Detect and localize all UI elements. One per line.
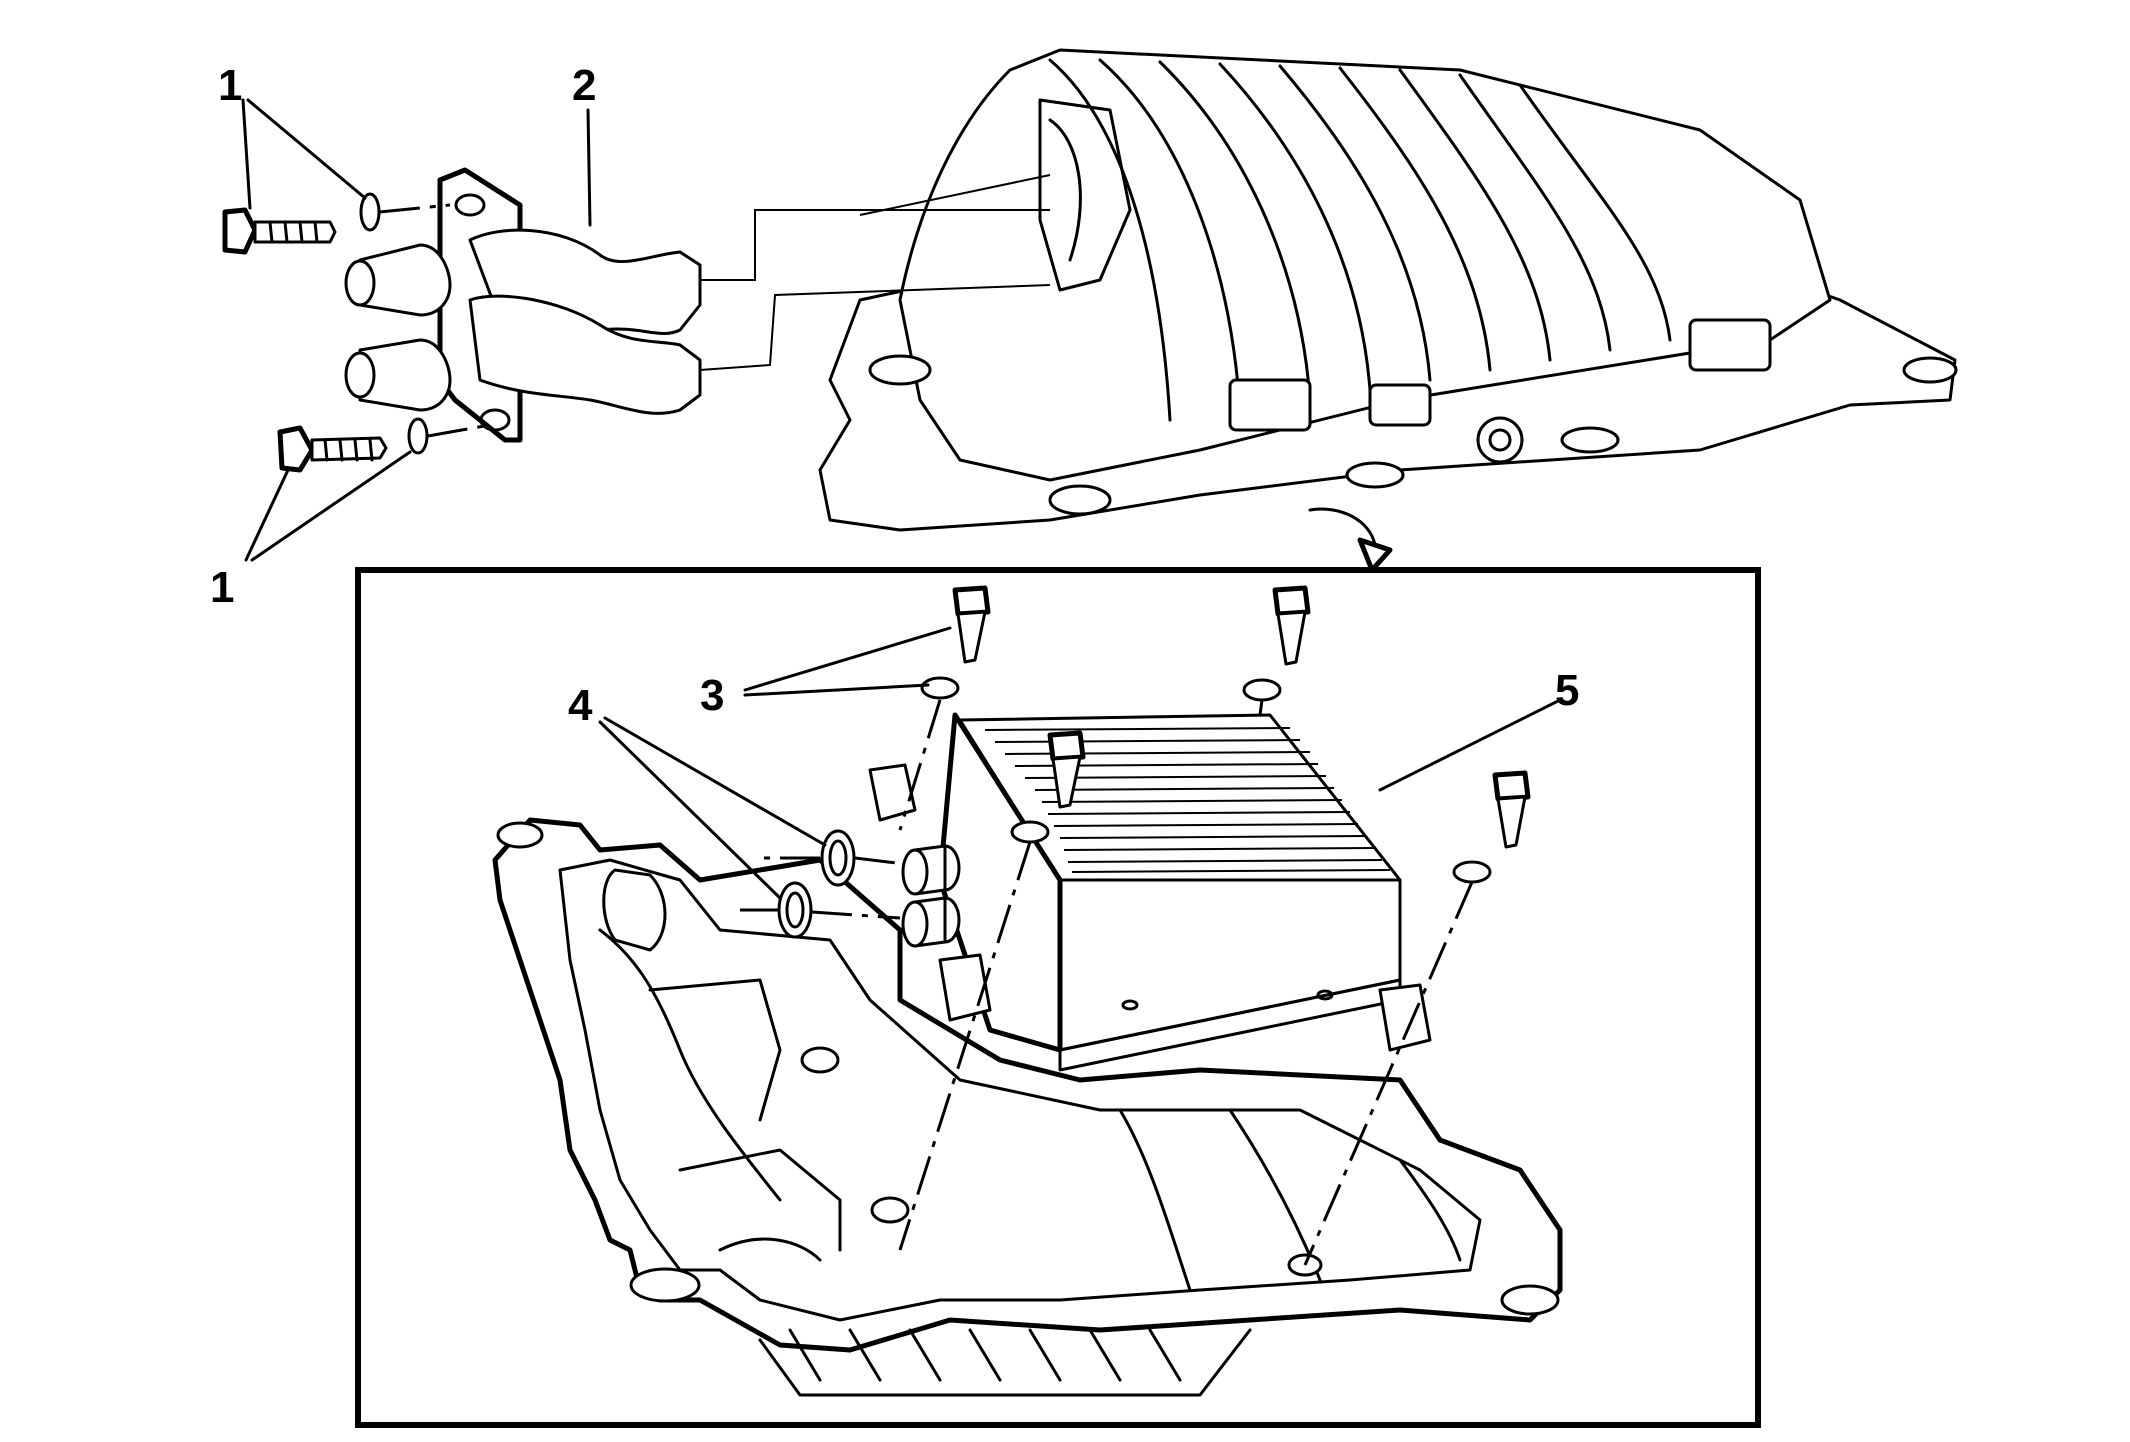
- leader-c3-a: [743, 626, 952, 692]
- cooler-bolt-rear-left: [1242, 585, 1311, 716]
- coolant-outlet-housing: [344, 167, 1051, 443]
- charge-air-cooler: [868, 712, 1432, 1072]
- callout-3: 3: [700, 671, 724, 720]
- detail-inset-frame: [355, 567, 1761, 1428]
- callout-5: 5: [1555, 666, 1579, 715]
- lower-intake-manifold: [492, 817, 1563, 1397]
- leader-c4-a: [603, 716, 827, 847]
- bolt-and-washer-lower: [277, 417, 491, 473]
- bolt-and-washer-upper: [222, 192, 451, 255]
- cooler-bolt-front-center: [898, 730, 1086, 1251]
- callout-2: 2: [572, 61, 596, 110]
- leader-c1-top-b: [246, 98, 367, 200]
- leader-c1-bottom-b: [250, 450, 412, 562]
- leader-c5: [1378, 698, 1562, 792]
- cooler-bolt-front-right: [1303, 770, 1531, 1266]
- seal-lower: [740, 881, 901, 939]
- callout-4: 4: [568, 681, 593, 730]
- cooler-bolt-front-left: [898, 585, 991, 831]
- upper-intake-manifold: [818, 48, 1958, 573]
- leader-c4-b: [598, 720, 782, 900]
- leader-c1-top-a: [241, 98, 252, 210]
- leader-c2: [586, 108, 592, 227]
- callout-1-bottom: 1: [210, 563, 234, 612]
- callout-1-top: 1: [218, 61, 242, 110]
- seal-upper: [760, 829, 906, 887]
- leader-c1-bottom-a: [244, 468, 290, 562]
- leader-c3-b: [743, 683, 930, 697]
